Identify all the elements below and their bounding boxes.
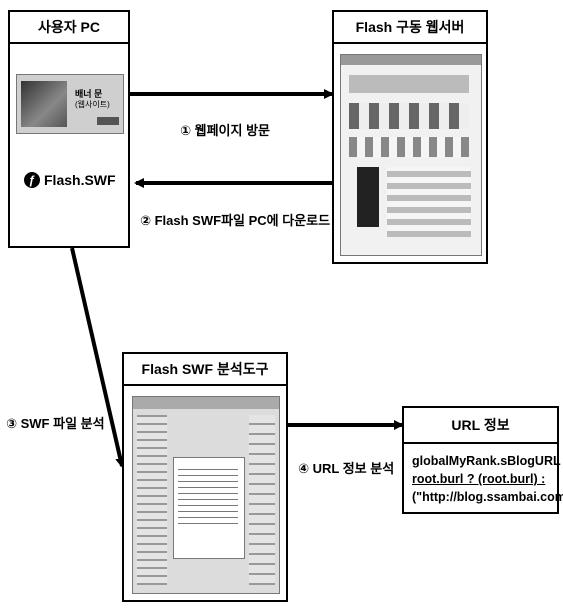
url-code-line-1: globalMyRank.sBlogURL = xyxy=(412,454,563,468)
banner-image-icon xyxy=(21,81,67,127)
webpage-header-bar xyxy=(341,55,481,65)
analyzer-side-panel xyxy=(249,415,275,585)
arrow-step3 xyxy=(70,247,126,468)
analyzer-code-panel xyxy=(173,457,245,559)
webpage-product-image xyxy=(357,167,379,227)
banner-subtext: (웹사이트) xyxy=(75,100,110,109)
step2-label: ② Flash SWF파일 PC에 다운로드 xyxy=(140,213,331,228)
analyzer-screenshot xyxy=(132,396,280,594)
webpage-banner xyxy=(349,75,469,93)
url-info-title: URL 정보 xyxy=(404,408,557,444)
step3-label: ③ SWF 파일 분석 xyxy=(6,416,105,431)
user-pc-box: 사용자 PC 배너 문 (웹사이트) ƒ Flash.SWF xyxy=(8,10,130,248)
step4-label: ④ URL 정보 분석 xyxy=(298,461,395,476)
webpage-items-row2 xyxy=(349,137,469,157)
webpage-items-row1 xyxy=(349,103,469,129)
analyzer-title: Flash SWF 분석도구 xyxy=(124,354,286,386)
analyzer-box: Flash SWF 분석도구 xyxy=(122,352,288,602)
url-code-line-3: ("http://blog.ssambai.com"); xyxy=(412,490,563,504)
analyzer-tree-panel xyxy=(137,415,167,585)
analyzer-toolbar xyxy=(133,397,279,409)
webpage-product-grid xyxy=(387,167,471,237)
web-server-title: Flash 구동 웹서버 xyxy=(334,12,486,44)
flash-icon: ƒ xyxy=(24,172,40,188)
webpage-screenshot xyxy=(340,54,482,256)
analyzer-code-lines xyxy=(178,464,238,524)
banner-text: 배너 문 xyxy=(75,89,103,99)
flash-swf-label: Flash.SWF xyxy=(44,172,116,188)
url-code-line-2: root.burl ? (root.burl) : xyxy=(412,472,546,486)
banner-thumbnail: 배너 문 (웹사이트) xyxy=(16,74,124,134)
user-pc-title: 사용자 PC xyxy=(10,12,128,44)
step1-label: ① 웹페이지 방문 xyxy=(180,123,270,138)
url-info-box: URL 정보 globalMyRank.sBlogURL = root.burl… xyxy=(402,406,563,514)
web-server-box: Flash 구동 웹서버 xyxy=(332,10,488,264)
banner-button xyxy=(97,117,119,125)
